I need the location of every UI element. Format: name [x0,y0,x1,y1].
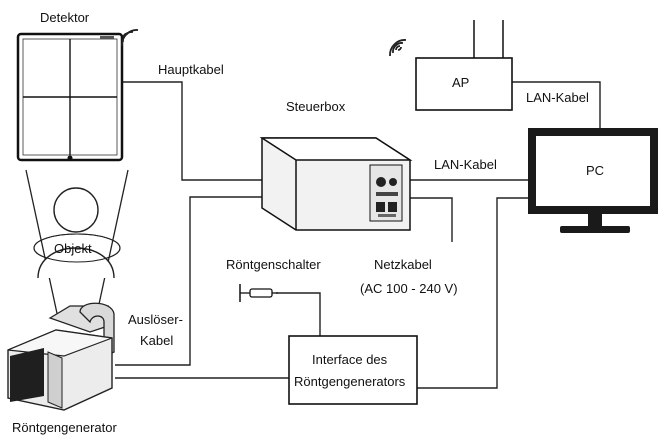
detector-panel [16,32,124,162]
interface-pc-line [417,197,528,389]
connections [115,81,601,389]
object-figure [33,187,121,279]
pc-monitor [528,128,658,233]
trigger-cable-line [115,196,262,366]
xray-generator [7,302,115,411]
ap-label: AP [452,75,469,90]
interface-label-line1: Interface des [312,352,388,367]
power-cable-label-line1: Netzkabel [374,257,432,272]
xray-switch-label: Röntgenschalter [226,257,321,272]
xray-generator-label: Röntgengenerator [12,420,117,435]
xray-switch-cable-line [276,292,321,336]
control-box [259,137,413,231]
pc-label: PC [586,163,604,178]
trigger-cable-label-line1: Auslöser- [128,312,183,327]
main-cable-line [122,81,262,181]
trigger-cable-label-line2: Kabel [140,333,173,348]
wifi-icon [389,39,407,57]
lan-cable-label-top: LAN-Kabel [526,90,589,105]
xray-switch [239,284,278,302]
power-cable-line [408,197,453,242]
lan-cable-line-top [512,81,601,128]
main-cable-label: Hauptkabel [158,62,224,77]
power-cable-label-line2: (AC 100 - 240 V) [360,281,458,296]
lan-cable-label-mid: LAN-Kabel [434,157,497,172]
control-box-label: Steuerbox [286,99,346,114]
detector-label: Detektor [40,10,90,25]
object-label: Objekt [54,241,92,256]
access-point [415,20,513,111]
generator-interface-box [288,335,418,405]
wifi-icon [121,29,139,47]
interface-label-line2: Röntgengenerators [294,374,406,389]
